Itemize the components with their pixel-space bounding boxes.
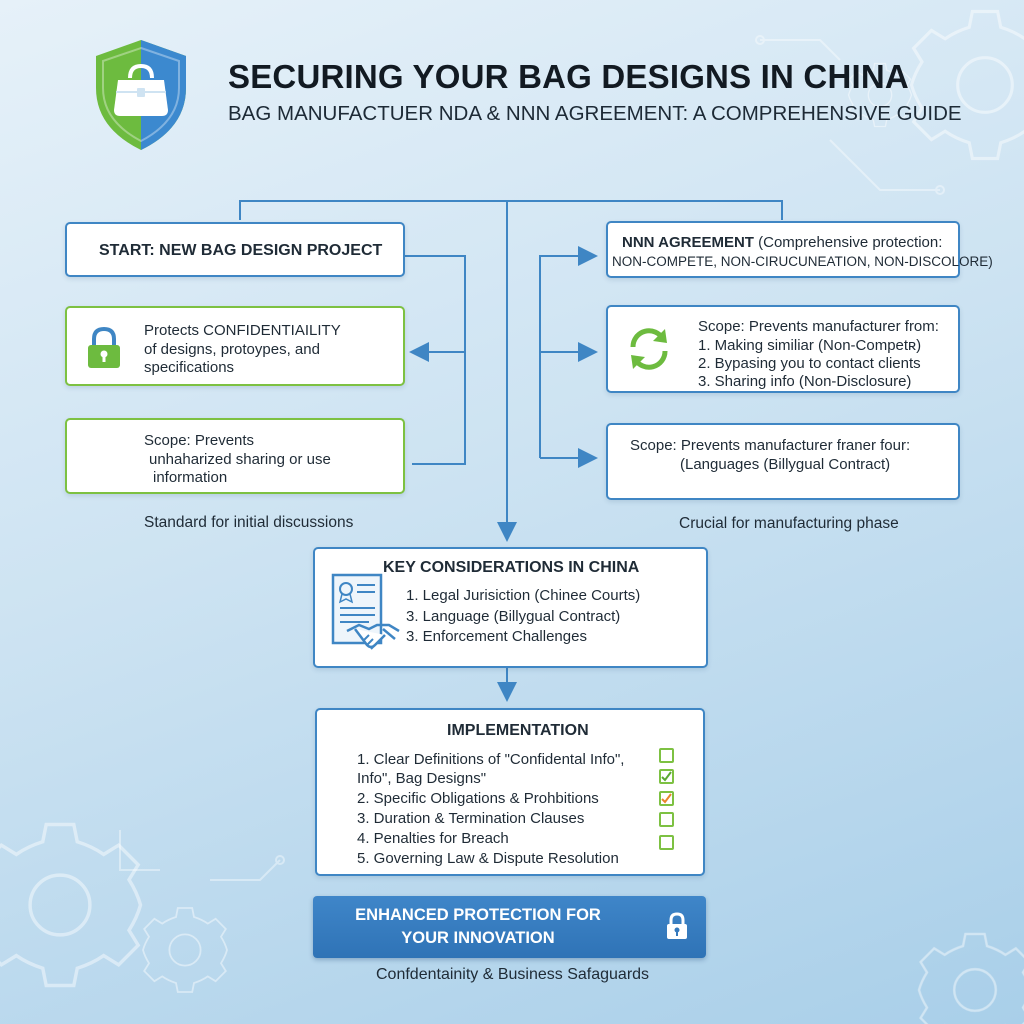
shield-bag-icon — [96, 40, 186, 150]
nnn-scope-item-1: 1. Making similiar (Non-Competʀ) — [698, 337, 922, 354]
protects-line-2: of designs, protoypes, and — [144, 341, 320, 358]
nnn-scope2-box: Scope: Prevents manufacturer franer four… — [606, 423, 960, 500]
scope2-line-1: Scope: Prevents manufacturer franer four… — [630, 437, 911, 454]
impl-item-4: 4. Penalties for Breach — [357, 830, 509, 847]
checkbox-3[interactable] — [659, 791, 674, 806]
page-subtitle: BAG MANUFACTUER NDA & NNN AGREEMENT: A C… — [228, 102, 962, 125]
impl-item-1b: Info", Bag Designs" — [357, 770, 487, 787]
protects-line-1: Protects CONFIDENTIAILITY — [144, 322, 341, 339]
nnn-scope-item-3: 3. Sharing info (Non-Disclosure) — [698, 373, 912, 390]
key-item-1: 1. Legal Jurisiction (Chinee Courts) — [406, 587, 641, 604]
page-title: SECURING YOUR BAG DESIGNS IN CHINA — [228, 58, 909, 95]
nnn-scope-box: Scope: Prevents manufacturer from: 1. Ma… — [606, 305, 960, 393]
checkbox-5[interactable] — [659, 835, 674, 850]
checkbox-4[interactable] — [659, 812, 674, 827]
nnn-line-1: NNN AGREEMENT (Comprehensive protection: — [622, 233, 942, 252]
nda-scope-box: Scope: Prevents unhaharized sharing or u… — [65, 418, 405, 494]
nnn-scope-title: Scope: Prevents manufacturer from: — [698, 318, 939, 335]
key-item-3: 3. Enforcement Challenges — [406, 628, 587, 645]
scope2-line-2: (Languages (Billygual Contract) — [680, 456, 891, 473]
scope-line-3: information — [153, 469, 228, 486]
banner-lock-icon — [667, 912, 687, 939]
start-box: START: NEW BAG DESIGN PROJECT — [65, 222, 405, 277]
nnn-scope-item-2: 2. Bypasing you to contact clients — [698, 355, 921, 372]
key-item-2: 3. Language (Billygual Contract) — [406, 608, 621, 625]
enhanced-protection-banner: ENHANCED PROTECTION FOR YOUR INNOVATION — [313, 896, 706, 958]
impl-item-3: 3. Duration & Termination Clauses — [357, 810, 585, 827]
banner-line-1: ENHANCED PROTECTION FOR — [355, 906, 601, 924]
nnn-title: NNN AGREEMENT — [622, 234, 754, 251]
nnn-line-2: NON-COMPETE, NON-CIRUCUNEATION, NON-DISC… — [612, 254, 993, 269]
impl-item-1: 1. Clear Definitions of "Confidental Inf… — [357, 751, 625, 768]
impl-item-2: 2. Specific Obligations & Prohbitions — [357, 790, 599, 807]
key-considerations-box: KEY CONSIDERATIONS IN CHINA 1. Legal Jur… — [313, 547, 708, 668]
banner-line-2: YOUR INNOVATION — [401, 929, 555, 947]
start-label: START: NEW BAG DESIGN PROJECT — [99, 242, 383, 259]
check-mark-icon — [661, 793, 672, 804]
nda-protects-box: Protects CONFIDENTIAILITY of designs, pr… — [65, 306, 405, 386]
nnn-subtitle: (Comprehensive protection: — [753, 234, 943, 251]
key-title: KEY CONSIDERATIONS IN CHINA — [383, 559, 640, 576]
top-connector — [239, 200, 783, 220]
impl-item-5: 5. Governing Law & Dispute Resolution — [357, 850, 619, 867]
left-bracket — [405, 255, 466, 465]
check-mark-icon — [661, 771, 672, 782]
checkbox-2[interactable] — [659, 769, 674, 784]
scope-line-1: Scope: Prevents — [144, 432, 255, 449]
handshake-icon — [346, 623, 400, 650]
nnn-agreement-box: NNN AGREEMENT (Comprehensive protection:… — [606, 221, 993, 278]
refresh-arrows-icon — [630, 328, 668, 370]
right-caption: Crucial for manufacturing phase — [679, 515, 899, 532]
impl-title: IMPLEMENTATION — [447, 722, 589, 739]
protects-line-3: specifications — [144, 359, 235, 376]
padlock-icon — [88, 326, 120, 368]
checkbox-1[interactable] — [659, 748, 674, 763]
right-bracket — [539, 246, 598, 458]
scope-line-2: unhaharized sharing or use — [149, 451, 331, 468]
left-caption: Standard for initial discussions — [144, 514, 354, 531]
contract-document-icon — [331, 573, 383, 645]
footer-caption: Confdentainity & Business Safaguards — [376, 966, 650, 983]
implementation-box: IMPLEMENTATION 1. Clear Definitions of "… — [315, 708, 705, 876]
